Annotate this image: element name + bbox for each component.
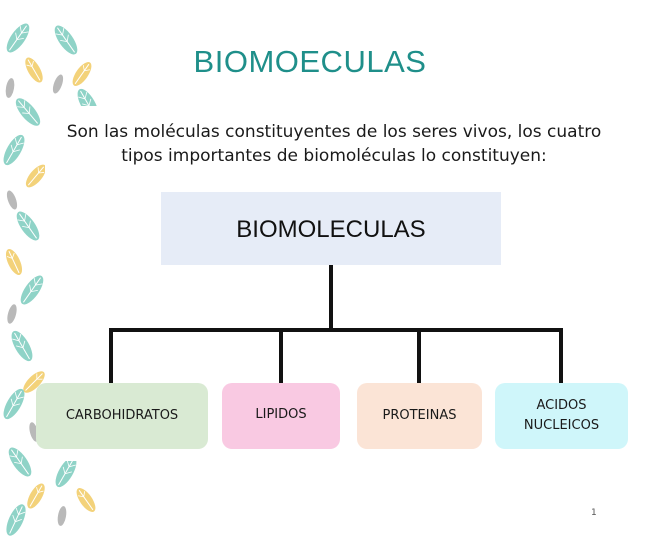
node-label: PROTEINAS (382, 408, 457, 423)
node-lipidos: LIPIDOS (222, 383, 340, 449)
root-node: BIOMOLECULAS (161, 192, 501, 265)
node-acidos-nucleicos: ACIDOS NUCLEICOS (495, 383, 628, 449)
page-number: 1 (591, 508, 597, 518)
node-proteinas: PROTEINAS (357, 383, 482, 449)
intro-paragraph: Son las moléculas constituyentes de los … (66, 122, 602, 166)
node-carbohidratos: CARBOHIDRATOS (36, 383, 208, 449)
node-label: ACIDOS NUCLEICOS (523, 398, 600, 433)
slide-title: BIOMOECULAS (193, 44, 427, 79)
node-label: LIPIDOS (255, 407, 307, 422)
root-node-label: BIOMOLECULAS (236, 215, 426, 243)
node-label: CARBOHIDRATOS (65, 408, 179, 423)
leaf-pattern-border (0, 0, 110, 540)
